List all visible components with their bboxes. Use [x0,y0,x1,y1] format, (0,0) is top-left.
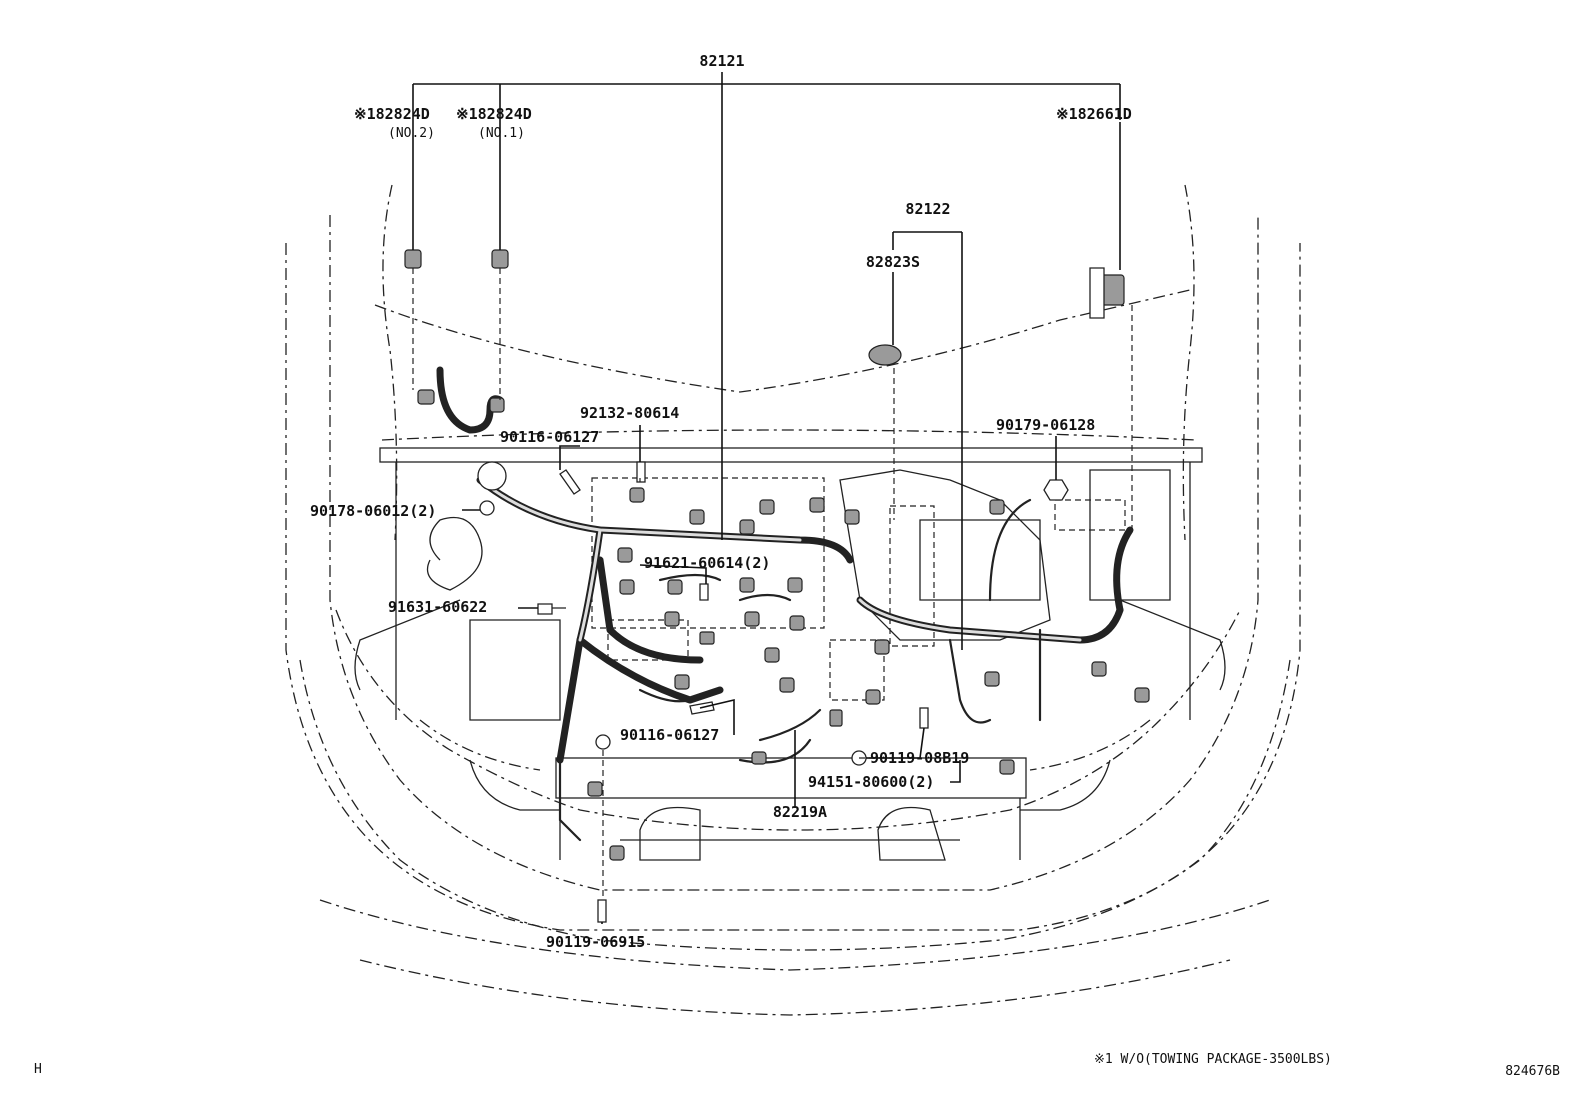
connector [744,611,760,627]
connector [764,647,780,663]
label-90179-06128: 90179-06128 [996,416,1095,434]
component-outlines [591,477,1126,701]
footer: H ※1 W/O(TOWING PACKAGE-3500LBS) 824676B [34,1052,1560,1079]
label-82661d: ※182661D [1056,105,1132,123]
label-no2: (NO.2) [388,126,435,141]
label-90119-06915: 90119-06915 [546,933,645,951]
connector [699,631,715,645]
connector [844,509,860,525]
drawing-number: 824676B [1505,1064,1560,1079]
connector [667,579,683,595]
label-90119-08b19: 90119-08B19 [870,749,969,767]
connector [809,497,825,513]
fasteners [477,267,1105,923]
label-no1: (NO.1) [478,126,525,141]
label-92132-80614: 92132-80614 [580,404,679,422]
connector [865,689,881,705]
label-82121: 82121 [699,52,744,70]
footer-left-mark: H [34,1062,42,1077]
bracket [1089,267,1105,319]
connector [779,677,795,693]
vehicle-body-outline [285,184,1301,1016]
connector [739,577,755,593]
connector [619,579,635,595]
connector [1134,687,1150,703]
label-90116-06127-bottom: 90116-06127 [620,726,719,744]
label-82824d-no2: ※182824D [354,105,430,123]
connector [787,577,803,593]
connector [874,639,890,655]
part-labels: 82121 ※182824D ※182824D (NO.2) (NO.1) ※1… [310,52,1132,951]
connector [587,781,603,797]
connector [617,547,633,563]
grommet [477,461,507,491]
connector [629,487,645,503]
nut [479,500,495,516]
connector [674,674,690,690]
bolt [919,707,929,729]
clip [699,583,709,601]
bolt [597,899,607,923]
label-91631-60622: 91631-60622 [388,598,487,616]
nut [595,734,611,750]
connector [984,671,1000,687]
connector [751,751,767,765]
label-90178-06012: 90178-06012(2) [310,502,436,520]
bolt [636,461,646,483]
connector [489,397,505,413]
nut [1043,479,1069,501]
footer-note: ※1 W/O(TOWING PACKAGE-3500LBS) [1094,1052,1332,1067]
connector [829,709,843,727]
connector [491,249,509,269]
connector [1091,661,1107,677]
connector [999,759,1015,775]
connector [609,845,625,861]
label-90116-06127-top: 90116-06127 [500,428,599,446]
connector [789,615,805,631]
label-91621-60614: 91621-60614(2) [644,554,770,572]
connector [664,611,680,627]
connector [989,499,1005,515]
label-82219a: 82219A [773,803,827,821]
connector [759,499,775,515]
connector [417,389,435,405]
clip [559,469,581,495]
connector [739,519,755,535]
label-leaders [412,72,1121,924]
connector [868,344,902,366]
connector [404,249,422,269]
label-82823s: 82823S [866,253,920,271]
label-82824d-no1: ※182824D [456,105,532,123]
label-82122: 82122 [905,200,950,218]
bolt [537,603,566,615]
dashed-leaders [412,268,1133,900]
connectors [404,249,1150,861]
label-94151-80600: 94151-80600(2) [808,773,934,791]
connector [689,509,705,525]
